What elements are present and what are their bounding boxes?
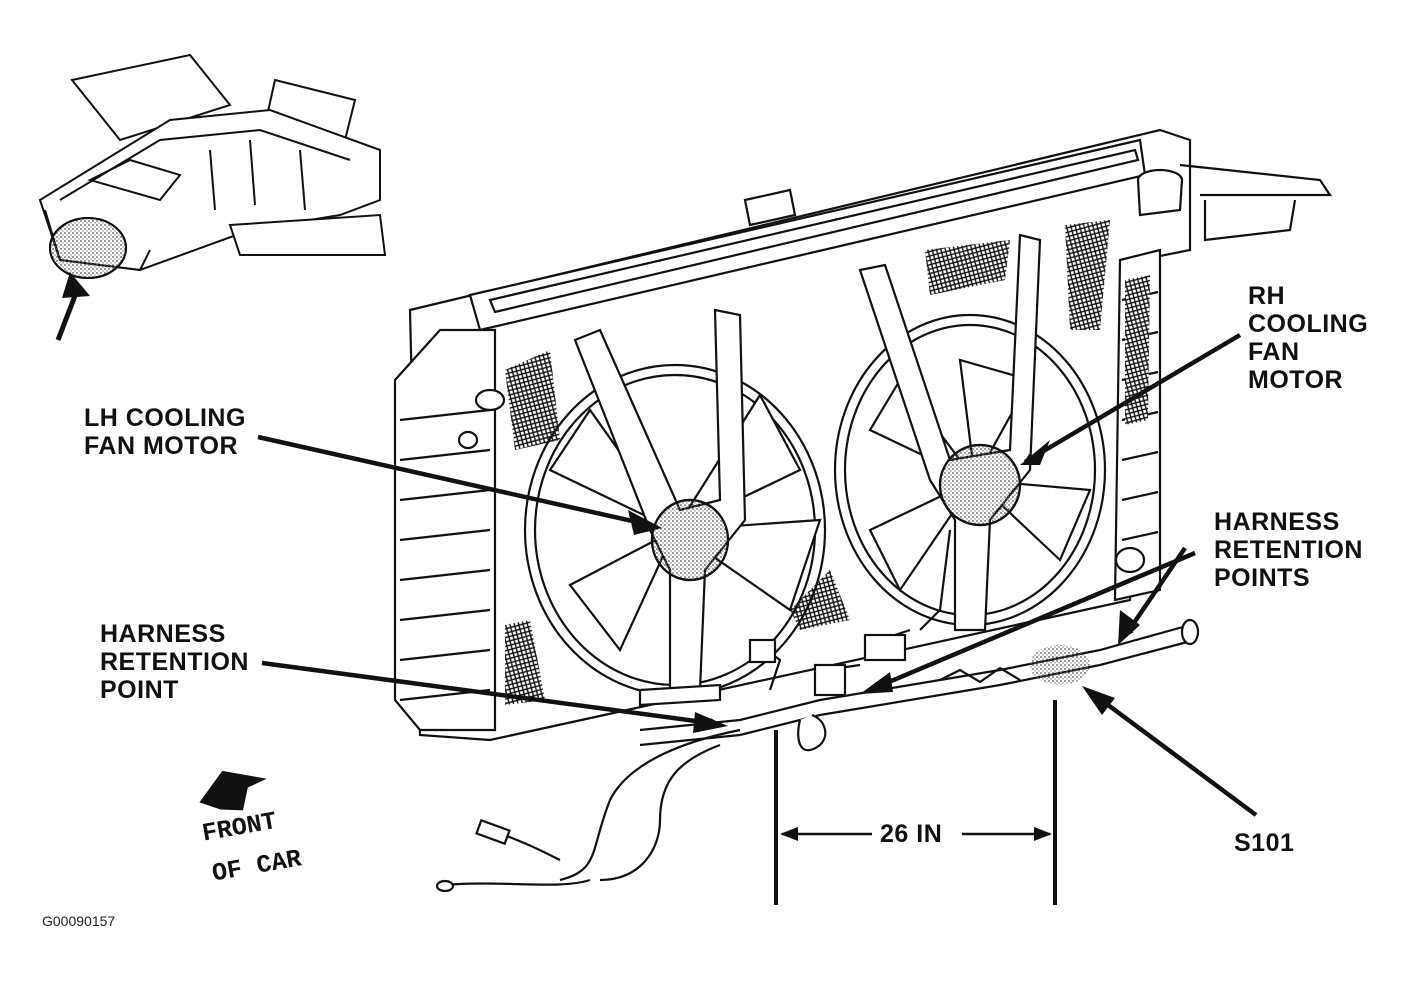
wiring-harness	[435, 529, 1200, 893]
callout-leaders	[257, 333, 1258, 817]
point-label-line-3: POINT	[100, 676, 179, 704]
car-overview-sketch	[38, 53, 387, 279]
overview-pointer-arrow	[55, 272, 90, 341]
points-label-line-1: HARNESS	[1214, 508, 1340, 536]
harness-retention-point-label: HARNESS RETENTION POINT	[100, 620, 249, 704]
radiator-core-mesh	[505, 220, 1150, 705]
s101-leader	[1090, 691, 1258, 817]
arrowhead-fills	[628, 440, 1140, 733]
lh-cooling-fan-motor-label: LH COOLING FAN MOTOR	[84, 404, 246, 460]
rh-label-line-3: FAN	[1248, 338, 1300, 366]
rh-label-line-1: RH	[1248, 282, 1286, 310]
rh-label-line-2: COOLING	[1248, 310, 1369, 338]
dimension-26-in	[774, 700, 1057, 905]
rh-fan-leader	[1023, 333, 1242, 464]
figure-id: G00090157	[42, 913, 116, 929]
rh-cooling-fan	[833, 233, 1107, 632]
lh-cooling-fan	[523, 308, 827, 707]
point-label-line-1: HARNESS	[100, 620, 226, 648]
harness-retention-points-label: HARNESS RETENTION POINTS	[1214, 508, 1363, 592]
harness-points-leader-1	[868, 550, 1196, 693]
points-label-line-2: RETENTION	[1214, 536, 1363, 564]
lh-label-line-2: FAN MOTOR	[84, 432, 239, 460]
rh-cooling-fan-motor-label: RH COOLING FAN MOTOR	[1248, 282, 1368, 394]
s101-splice-label: S101	[1234, 829, 1295, 857]
harness-point-leader	[261, 660, 720, 728]
dimension-label: 26 IN	[880, 820, 943, 848]
front-of-car-arrow	[199, 770, 267, 811]
rh-label-line-4: MOTOR	[1248, 366, 1344, 394]
point-label-line-2: RETENTION	[100, 648, 249, 676]
lh-fan-leader	[257, 434, 652, 529]
points-label-line-3: POINTS	[1214, 564, 1311, 592]
lh-label-line-1: LH COOLING	[84, 404, 246, 432]
